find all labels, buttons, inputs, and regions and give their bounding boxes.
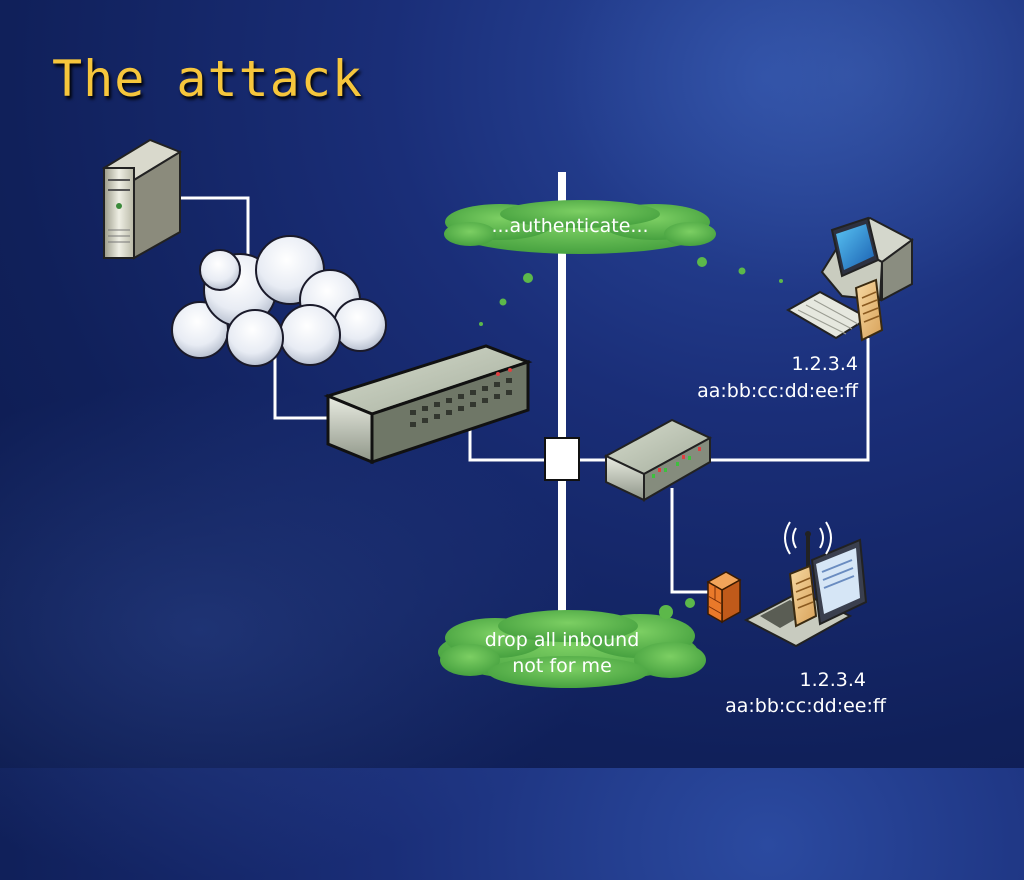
desktop-ip-label: 1.2.3.4 [792,353,858,375]
callout-text-bottom-line1: drop all inbound [485,629,640,651]
document-icon [788,564,818,628]
callout-text-top: ...authenticate... [491,215,648,237]
network-diagram: ...authenticate... drop all inbound not … [101,138,914,717]
large-switch-icon [323,344,533,465]
desktop-mac-label: aa:bb:cc:dd:ee:ff [697,380,859,402]
server-icon [101,138,183,260]
callout-text-bottom-line2: not for me [512,655,612,677]
laptop-mac-label: aa:bb:cc:dd:ee:ff [725,695,887,717]
slide-title: The attack [52,50,364,108]
small-hub-icon [603,418,713,502]
bridge-box [544,437,580,481]
laptop-ip-label: 1.2.3.4 [800,669,866,691]
callout-bubbles-top [479,257,783,326]
internet-cloud-icon [171,235,387,367]
callout-cloud-bottom [438,610,706,688]
callout-bubbles-bottom [659,598,695,619]
document-icon [854,278,884,342]
callout-cloud-top [444,200,716,254]
firewall-icon [706,571,742,624]
desktop-computer-icon [785,216,914,340]
